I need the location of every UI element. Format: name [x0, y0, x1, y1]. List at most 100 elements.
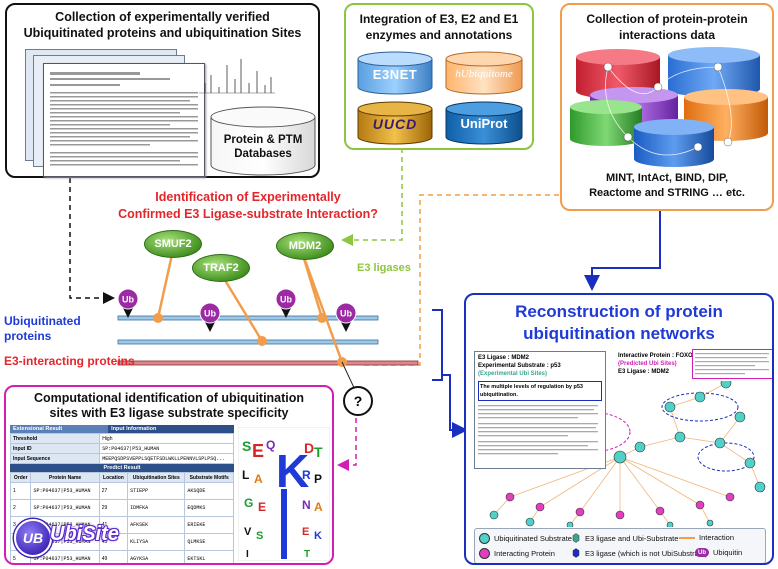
traf2-ligase: TRAF2: [192, 254, 250, 282]
ub-pin-3-text: Ub: [280, 295, 292, 305]
reconstruction-title: Reconstruction of protein ubiquitination…: [515, 302, 723, 343]
node-mdm2-a: [317, 313, 327, 323]
integration-title: Integration of E3, E2 and E1 enzymes and…: [359, 12, 519, 42]
row-label: Input Sequence: [9, 453, 101, 464]
legend-label: Ubiquitin: [713, 548, 743, 557]
arrow-ppi-to-reconstruction: [584, 210, 661, 291]
svg-text:E: E: [302, 526, 309, 538]
svg-text:A: A: [254, 472, 263, 486]
cell: EQDMKS: [184, 499, 234, 517]
card-e3-2: E3 Ligase : MDM2: [618, 369, 670, 375]
svg-text:D: D: [304, 440, 314, 456]
svg-text:V: V: [244, 526, 252, 538]
teal-hexagon-icon: [572, 533, 580, 543]
ubisite-logo-text: UbiSite: [50, 523, 119, 545]
arrow-integration-to-e3: [341, 148, 403, 246]
card-exp-sites: (Experimental Ubi Sites): [478, 371, 548, 377]
row-label: Threshold: [9, 433, 101, 444]
ub-pin-3: Ub: [275, 288, 297, 318]
svg-text:E: E: [258, 500, 266, 514]
ub-pin-1-text: Ub: [122, 295, 134, 305]
svg-text:L: L: [242, 468, 249, 482]
sequence-logo: S E Q K D T L A R P G E N A V S E K I T: [238, 427, 330, 561]
legend-item: E3 ligase and Ubi-Substrate: [571, 533, 678, 543]
ubiquitinated-proteins-label: Ubiquitinated proteins: [4, 314, 81, 343]
ppi-database-stack: [570, 47, 768, 167]
e3-ligases-label: E3 ligases: [357, 262, 411, 274]
cell: KLIYSA: [127, 533, 186, 551]
card-e3: E3 Ligase : MDM2: [478, 355, 530, 361]
interaction-line-icon: [679, 536, 695, 539]
ppi-title: Collection of protein-protein interactio…: [586, 12, 748, 42]
arrow-to-ubisite: [337, 418, 357, 471]
cell: 1: [9, 482, 32, 500]
e3-interacting-line: [117, 360, 419, 366]
uucd-db: UUCD: [356, 101, 434, 145]
col-header: Substrate Motifs: [184, 472, 234, 483]
svg-text:I: I: [246, 549, 249, 560]
cell: 2: [9, 499, 32, 517]
uniprot-label: UniProt: [460, 116, 508, 131]
card-text-lines: [478, 405, 598, 455]
predict-header: Predict Result: [10, 464, 234, 472]
computational-box: Computational identification of ubiquiti…: [4, 385, 334, 565]
cell: SP:P04637|P53_HUMAN: [30, 482, 100, 500]
e3-interacting-label: E3-interacting proteins: [4, 354, 135, 368]
ub-pin-2: Ub: [199, 302, 221, 332]
legend-item: Interaction: [679, 533, 734, 542]
cell: 49: [98, 550, 129, 563]
question-text: Identification of Experimentally Confirm…: [118, 190, 378, 221]
hubiquitome-label: hUbiquitome: [455, 68, 513, 80]
col-header: Location: [98, 472, 129, 483]
substrate-card: E3 Ligase : MDM2 Experimental Substrate …: [474, 351, 606, 469]
reconstruction-box: Reconstruction of protein ubiquitination…: [464, 293, 774, 565]
svg-text:S: S: [242, 438, 251, 454]
table-header-right: Input Information: [108, 425, 234, 433]
svg-text:S: S: [256, 530, 263, 542]
cell: EKTSKL: [184, 550, 234, 563]
svg-text:P: P: [314, 472, 322, 486]
legend-item: Interacting Protein: [479, 548, 555, 559]
e3net-label: E3NET: [372, 67, 418, 82]
ub-pin-4-text: Ub: [340, 309, 352, 319]
row-value: SP:P04637|P53_HUMAN: [99, 443, 234, 454]
col-header: Order: [9, 472, 32, 483]
ptm-database-icon: [210, 106, 316, 176]
ptm-database-label: Protein & PTM Databases: [223, 134, 303, 160]
legend-label: E3 ligase (which is not UbiSubstrate): [585, 548, 708, 558]
arrow-collection-to-ub: [69, 178, 115, 304]
e3net-db: E3NET: [356, 51, 434, 95]
legend-item: Ub Ubiquitin: [695, 548, 742, 557]
svg-text:R: R: [302, 468, 311, 482]
mdm2-link-2: [300, 251, 344, 363]
col-header: Ubiquitination Sites: [127, 472, 186, 483]
smuf2-link: [156, 249, 175, 319]
legend-item: Ubiquitinated Substrate: [479, 533, 572, 544]
paper-front: [43, 63, 205, 177]
cell: SP:P04637|P53_HUMAN: [30, 499, 100, 517]
legend-item: E3 ligase (which is not UbiSubstrate): [571, 548, 708, 558]
svg-text:Q: Q: [266, 438, 275, 452]
svg-text:T: T: [304, 549, 310, 560]
cell: AFKSEK: [127, 516, 186, 534]
legend-label: E3 ligase and Ubi-Substrate: [585, 533, 679, 543]
ub-pin-4: Ub: [335, 302, 357, 332]
question-mark-icon: ?: [343, 386, 373, 416]
legend-label: Ubiquitinated Substrate: [494, 534, 572, 543]
cell: 29: [98, 499, 129, 517]
cell: 27: [98, 482, 129, 500]
teal-circle-icon: [479, 533, 490, 544]
node-smuf2: [153, 313, 163, 323]
svg-text:K: K: [276, 445, 309, 497]
card-paper-title: The multiple levels of regulation by p53…: [478, 381, 602, 401]
row-label: Input ID: [9, 443, 101, 454]
svg-text:A: A: [314, 500, 323, 514]
blue-hexagon-icon: [572, 548, 580, 558]
card-interactive: Interactive Protein : FOXO3: [618, 353, 697, 359]
spectrum-plot: [199, 59, 275, 94]
bracket: [432, 309, 443, 381]
ppi-box: Collection of protein-protein interactio…: [560, 3, 774, 211]
uniprot-db: UniProt: [444, 101, 524, 145]
svg-text:N: N: [302, 498, 311, 512]
